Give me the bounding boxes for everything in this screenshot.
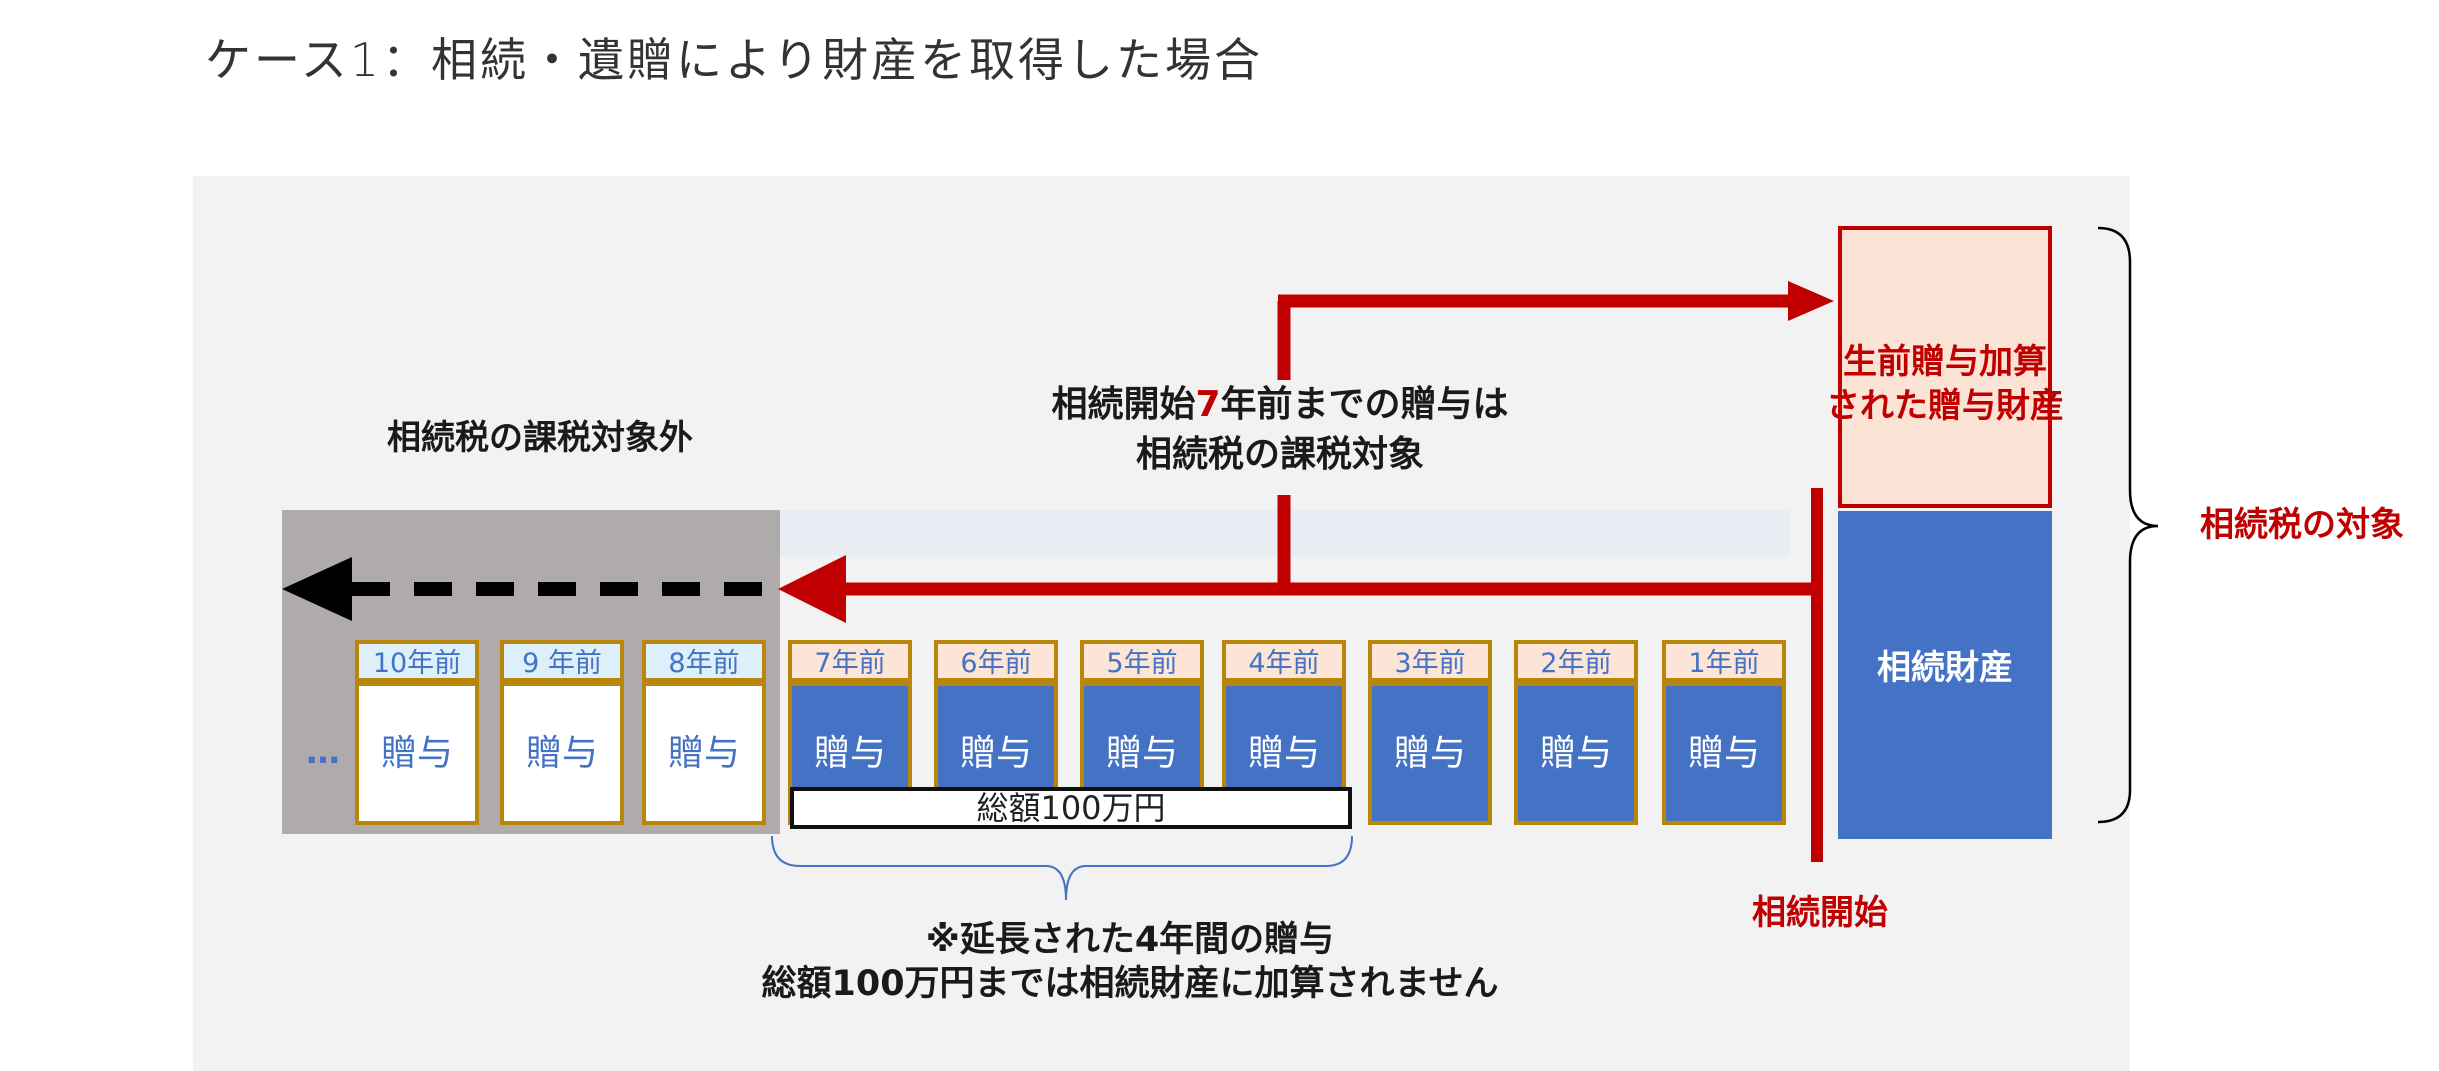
year-label: 1年前 [1662,640,1786,682]
gift-box: 贈与 [1514,682,1638,825]
dashed-arrow-head [282,557,352,621]
year-label: 9 年前 [500,640,624,682]
year-label: 5年前 [1080,640,1204,682]
year-label: 4年前 [1222,640,1346,682]
red-upper-arrow-head [1788,281,1834,321]
label-not-taxable: 相続税の課税対象外 [387,418,693,458]
red-timeline-head [778,555,846,623]
label-seven-number: 7 [1195,384,1221,425]
note-line2: 総額100万円までは相続財産に加算されません [761,964,1499,1004]
label-seven-year-line1: 相続開始7年前までの贈与は [1000,380,1560,430]
ellipsis: … [306,732,340,772]
gift-box: 贈与 [500,682,624,825]
prior-gift-addition-box [1838,226,2052,508]
inherited-property-label: 相続財産 [1877,648,2013,688]
page-title: ケース1：相続・遺贈により財産を取得した場合 [205,33,1264,87]
prior-gift-line2: された贈与財産 [1826,386,2064,426]
gift-box: 贈与 [1368,682,1492,825]
year-label: 3年前 [1368,640,1492,682]
gift-box: 贈与 [1662,682,1786,825]
label-seven-pre: 相続開始 [1051,384,1196,425]
label-seven-year-line2: 相続税の課税対象 [1135,434,1424,475]
inherited-property-box [1838,511,2052,839]
prior-gift-line1: 生前贈与加算 [1843,342,2047,382]
year-label: 8年前 [642,640,766,682]
extended-years-brace [771,835,1353,901]
gift-box: 贈与 [642,682,766,825]
note-line1: ※延長された4年間の贈与 [925,920,1335,960]
label-extended-note: ※延長された4年間の贈与 総額100万円までは相続財産に加算されません [690,918,1570,1006]
year-label: 6年前 [934,640,1058,682]
total-amount-box: 総額100万円 [790,787,1352,829]
label-tax-target: 相続税の対象 [2200,505,2404,545]
tax-target-brace [2097,226,2159,824]
label-inheritance-start: 相続開始 [1752,893,1888,933]
year-label: 10年前 [355,640,479,682]
gift-box: 贈与 [355,682,479,825]
year-label: 7年前 [788,640,912,682]
label-seven-year-rule: 相続開始7年前までの贈与は 相続税の課税対象 [1000,380,1560,480]
prior-gift-addition-label: 生前贈与加算 された贈与財産 [1800,340,2090,428]
year-label: 2年前 [1514,640,1638,682]
label-seven-post: 年前までの贈与は [1220,384,1509,425]
